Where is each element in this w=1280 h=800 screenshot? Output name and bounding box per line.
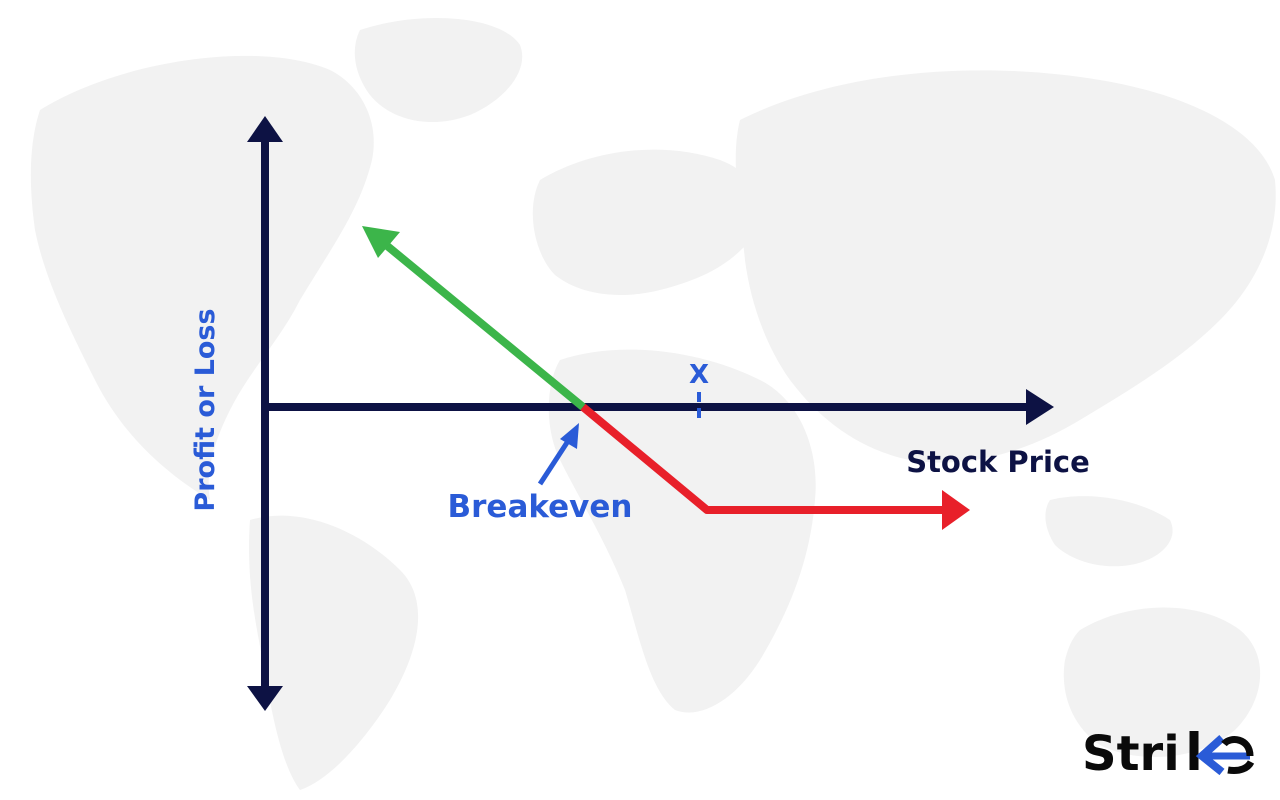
logo-e-curve [1221,736,1254,757]
y-axis-arrow-up [247,116,283,142]
loss-line [580,403,970,530]
logo-accent-chevron [1195,735,1225,776]
y-axis [247,116,283,711]
x-axis-arrow [1026,389,1054,425]
strike-logo: Stri [1082,726,1255,782]
profit-arrow-head [362,226,400,258]
y-axis-label: Profit or Loss [190,308,221,511]
x-axis-label: Stock Price [906,445,1090,479]
breakeven-pointer-head [560,423,579,449]
x-axis [262,389,1054,425]
logo-e-tail [1227,760,1255,774]
breakeven-pointer [537,423,579,486]
logo-wordmark: Stri [1082,726,1180,782]
breakeven-label: Breakeven [448,489,633,525]
profit-line [362,226,586,411]
world-map-background [30,18,1276,790]
loss-arrow-head [942,490,970,530]
strike-marker-label: X [689,360,709,390]
y-axis-arrow-down [247,686,283,711]
